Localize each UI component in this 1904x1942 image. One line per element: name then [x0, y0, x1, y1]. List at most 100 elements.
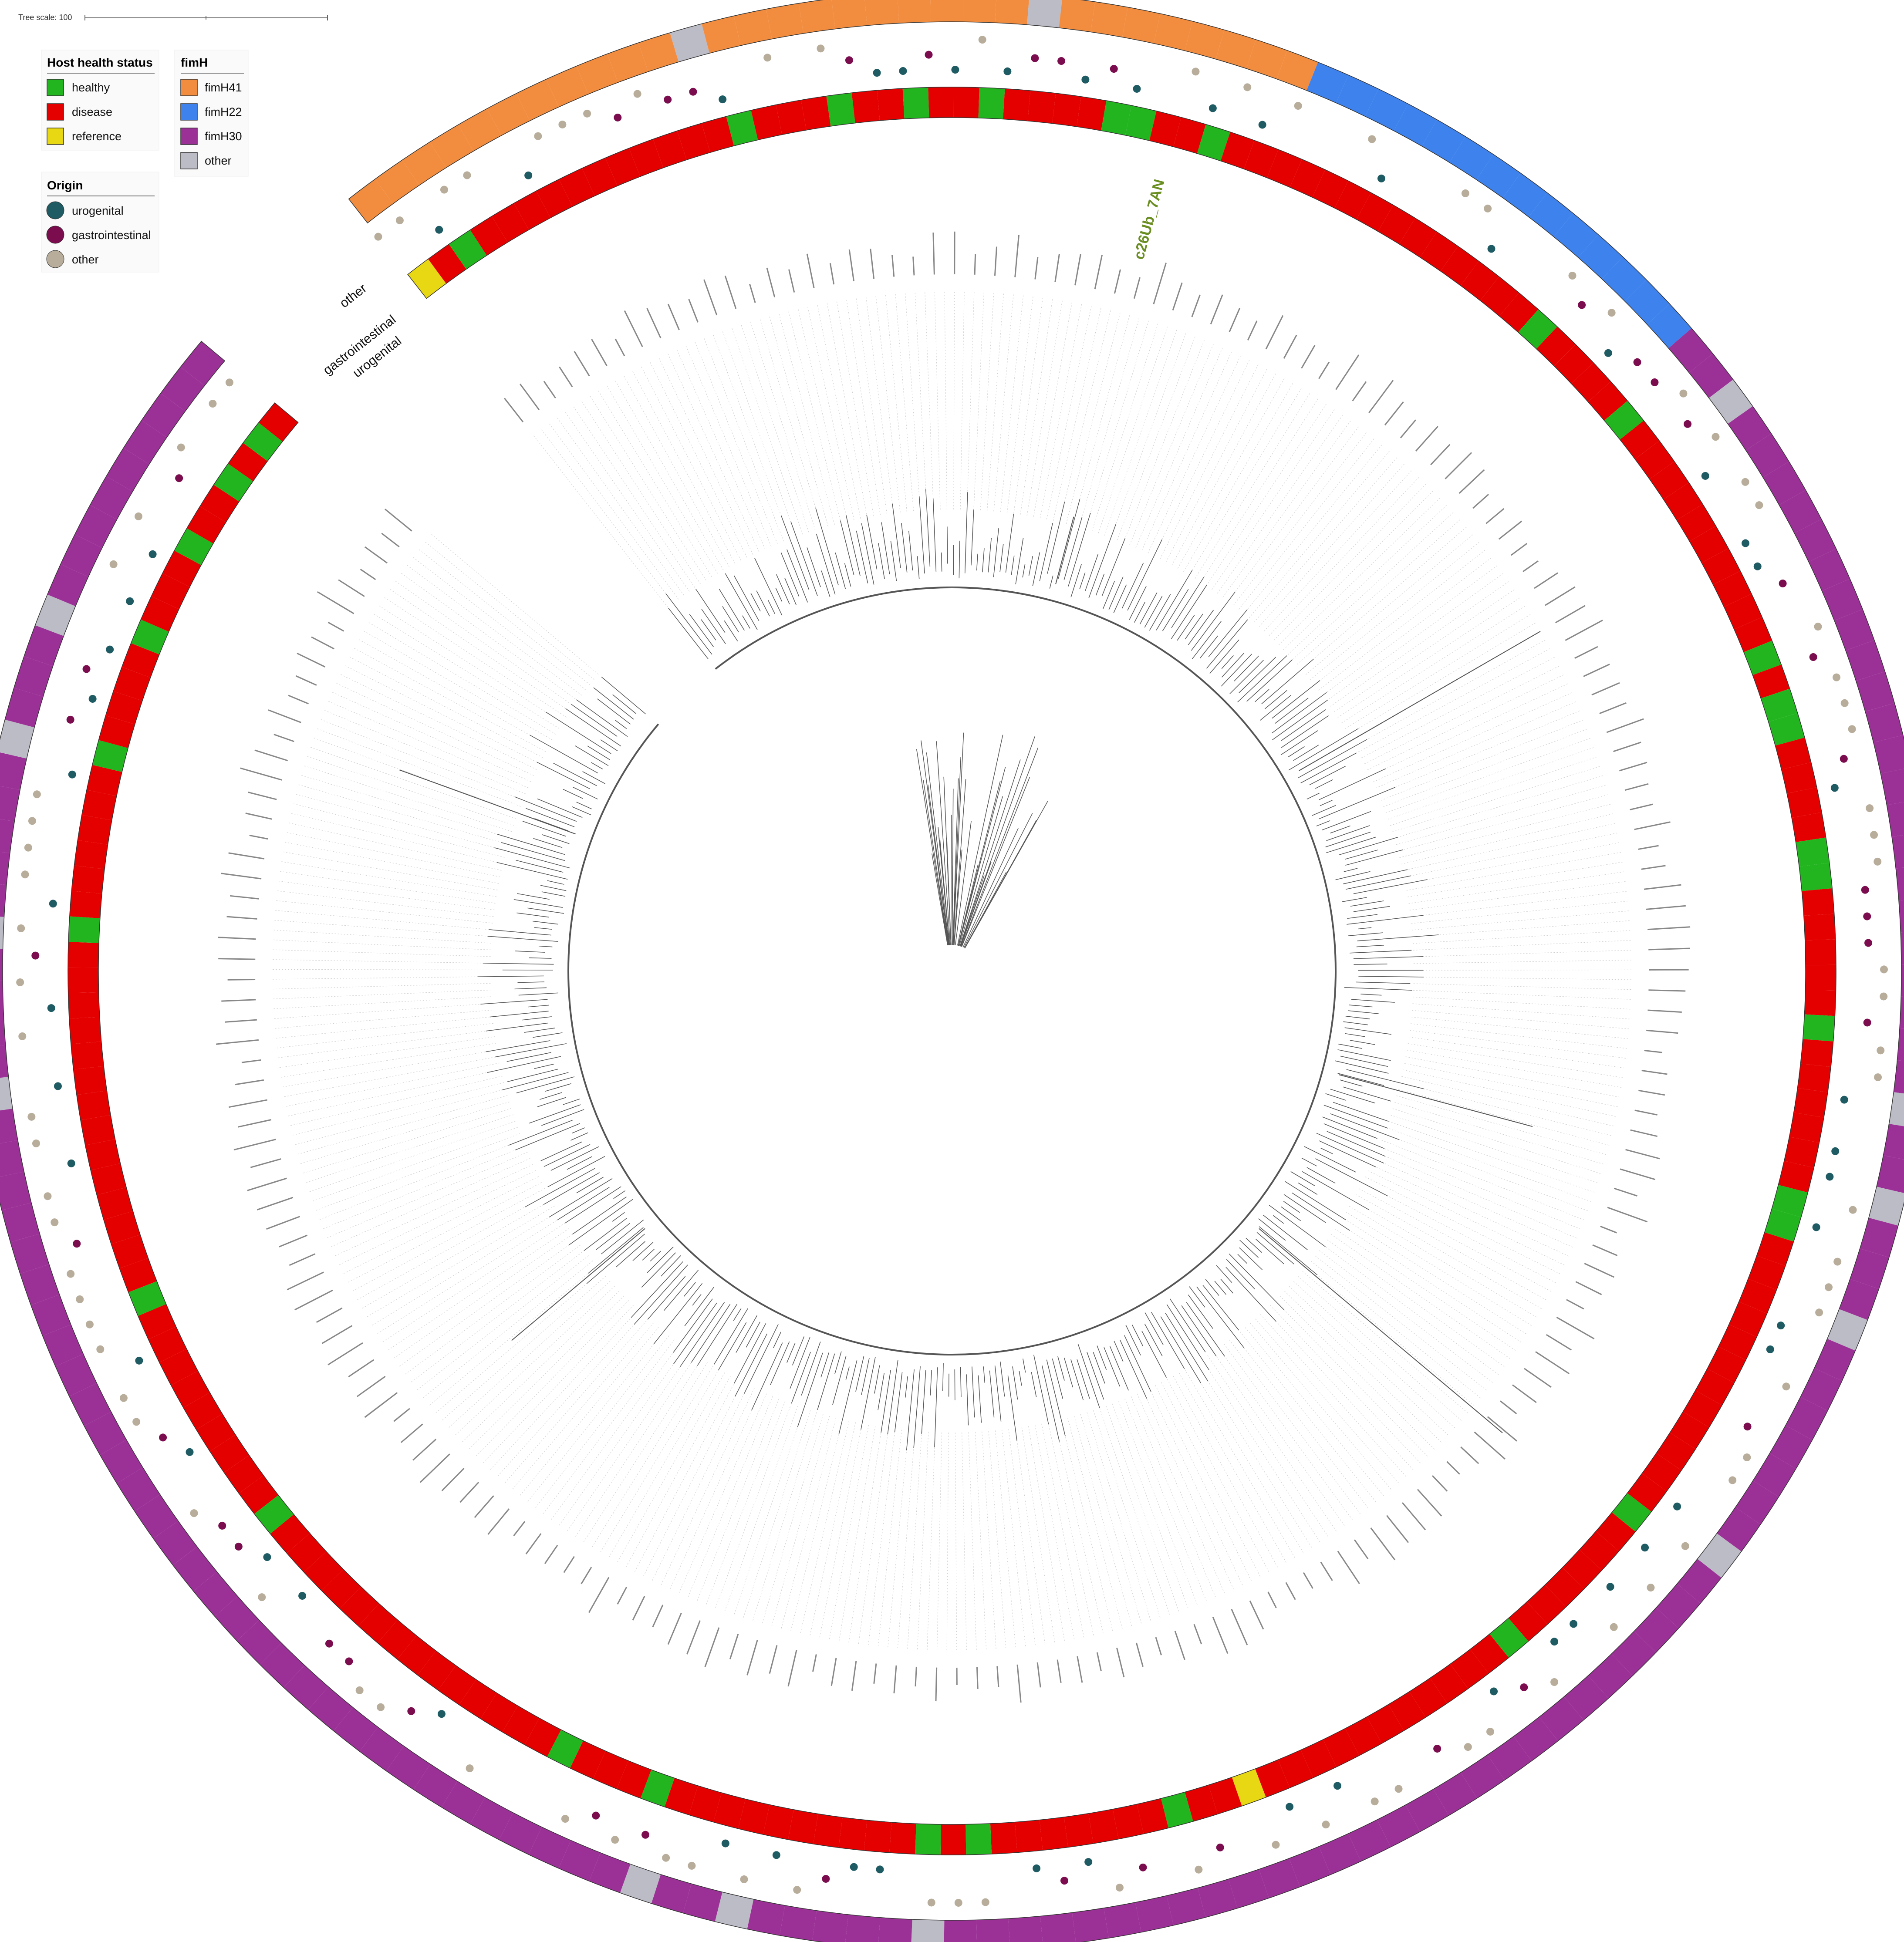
leaf-guide-line — [1284, 1291, 1442, 1443]
leaf-guide-line — [309, 1121, 516, 1192]
host-health-segment — [209, 1435, 250, 1473]
leaf-guide-line — [1388, 1121, 1595, 1193]
host-health-segment — [1799, 863, 1833, 891]
leaf-guide-line — [425, 542, 594, 680]
leaf-guide-line — [1155, 1385, 1252, 1581]
tree-branch-tip — [913, 1366, 921, 1448]
tree-branch-tip — [947, 526, 948, 564]
host-health-segment — [87, 765, 122, 796]
leaf-guide-line — [695, 342, 778, 544]
fimh-segment — [780, 1905, 817, 1941]
tree-long-branch — [511, 1228, 645, 1341]
leaf-label-stub — [1352, 381, 1367, 401]
tree-branch-tip — [1181, 1305, 1217, 1356]
tree-root-branch — [961, 777, 1030, 947]
leaf-label-stub — [624, 310, 643, 347]
origin-dot — [1840, 699, 1849, 707]
tree-branch-tip — [571, 704, 618, 737]
fimh-segment — [284, 1665, 328, 1710]
legend-label-fimh-other: other — [205, 154, 232, 167]
fimh-segment — [10, 1234, 49, 1274]
leaf-label-stub — [1510, 543, 1528, 556]
tree-branch-tip — [787, 549, 808, 603]
leaf-guide-line — [1015, 1428, 1046, 1644]
host-health-segment — [470, 216, 508, 256]
origin-dot — [109, 560, 118, 568]
origin-dot — [33, 790, 41, 799]
tree-branch-tip — [529, 1104, 581, 1124]
tree-branch-tip — [1298, 1182, 1318, 1195]
origin-dot — [1863, 912, 1871, 920]
fimh-segment — [1901, 964, 1904, 997]
host-health-segment — [68, 916, 100, 943]
tree-branch-tip — [587, 1227, 644, 1274]
origin-dot — [1570, 1620, 1578, 1628]
host-health-ring-border — [68, 87, 1836, 1855]
leaf-guide-line — [760, 319, 822, 529]
tree-branch-tip — [537, 762, 590, 789]
host-health-segment — [69, 1017, 101, 1044]
tree-branch-tip — [742, 615, 750, 629]
tree-branches — [399, 489, 1541, 1450]
leaf-guide-line — [1410, 1030, 1626, 1059]
leaf-guide-line — [442, 1276, 606, 1420]
host-health-segment — [1683, 1390, 1722, 1428]
tree-branch-tip — [486, 1022, 548, 1032]
host-health-segment — [653, 131, 687, 168]
leaf-guide-line — [1228, 426, 1359, 601]
leaf-label-stub — [1445, 452, 1472, 479]
fimh-segment — [1578, 234, 1623, 279]
tree-branch-tip — [1246, 659, 1293, 702]
leaf-guide-line — [1411, 900, 1628, 924]
tree-branch-tip — [1139, 592, 1158, 624]
leaf-guide-line — [1224, 1344, 1353, 1520]
fimh-segment — [1611, 1631, 1656, 1676]
origin-dot — [1712, 433, 1720, 441]
leaf-label-stub — [932, 233, 935, 275]
tree-branch-tip — [534, 927, 552, 930]
tree-branch-tip — [534, 818, 569, 831]
tree-branch-tip — [815, 508, 839, 586]
host-health-segment — [1642, 1453, 1681, 1491]
host-health-segment — [438, 1665, 476, 1705]
host-health-segment — [1778, 1161, 1814, 1193]
host-health-segment — [1612, 1493, 1651, 1532]
leaf-label-stub — [1583, 664, 1610, 677]
host-health-segment — [162, 550, 201, 587]
tree-branch-tip — [1202, 1285, 1239, 1331]
tree-branch-tip — [1032, 552, 1040, 586]
origin-dot — [1139, 1863, 1147, 1871]
tree-branch-tip — [1239, 1240, 1259, 1258]
tree-branch-tip — [1088, 523, 1117, 599]
leaf-guide-line — [1318, 557, 1492, 691]
fimh-segment — [1513, 1717, 1558, 1761]
fimh-segment — [1306, 62, 1349, 103]
tree-root-branch — [963, 813, 1033, 948]
leaf-guide-line — [279, 1036, 495, 1068]
tree-branch-tip — [495, 1043, 567, 1058]
leaf-guide-line — [285, 842, 499, 884]
fimh-segment — [55, 1354, 97, 1396]
origin-dot — [1610, 1623, 1618, 1631]
host-health-segment — [1768, 713, 1805, 746]
leaf-guide-line — [297, 1095, 508, 1155]
tree-branch-tip — [1102, 581, 1115, 610]
leaf-label-stub — [688, 299, 699, 323]
host-health-segment — [73, 1066, 107, 1095]
leaf-guide-line — [413, 557, 586, 690]
leaf-guide-line — [352, 1188, 545, 1291]
tree-branch-tip — [530, 735, 598, 774]
leaf-guide-line — [505, 1318, 649, 1483]
tree-branch-tip — [1205, 1279, 1219, 1296]
host-health-segment — [1399, 218, 1437, 258]
tree-branch-tip — [515, 796, 577, 822]
leaf-guide-line — [401, 573, 578, 701]
origin-dot — [355, 1686, 364, 1694]
leaf-guide-line — [1143, 1391, 1234, 1589]
leaf-label-stub — [1565, 620, 1603, 641]
leaf-label-stub — [1638, 1089, 1665, 1096]
host-health-segment — [1255, 1760, 1290, 1797]
origin-dot — [1681, 1542, 1689, 1550]
leaf-guide-line — [483, 1305, 634, 1463]
fimh-segment — [1215, 30, 1256, 69]
